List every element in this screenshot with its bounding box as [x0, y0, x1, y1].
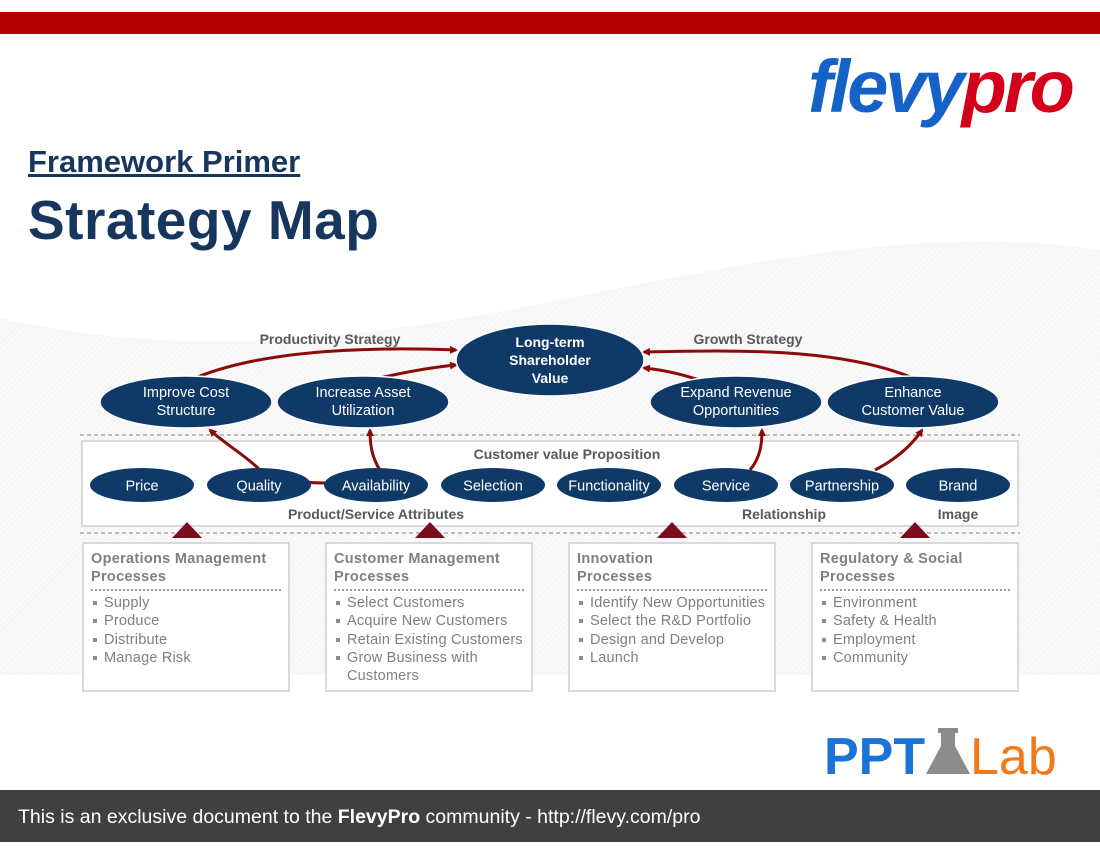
- triangle-operations: [172, 522, 202, 538]
- attribute-functionality-label: Functionality: [568, 479, 650, 495]
- expand-revenue-line-1: Expand Revenue: [680, 385, 791, 401]
- increase-asset-oval: Increase Asset Utilization: [276, 375, 450, 429]
- top-accent-bar: [0, 12, 1100, 34]
- footer-brand: FlevyPro: [337, 806, 421, 828]
- attribute-brand-label: Brand: [939, 479, 978, 495]
- process-title-line: Regulatory & Social: [820, 551, 963, 567]
- increase-asset-line-2: Utilization: [332, 403, 395, 419]
- triangle-customer: [415, 522, 445, 538]
- arrow-service-to-revenue: [748, 428, 766, 471]
- footer-prefix: This is an exclusive document to the: [18, 806, 338, 828]
- shareholder-value-line-2: Shareholder: [509, 352, 591, 368]
- dashed-separators: [80, 434, 1020, 534]
- enhance-value-line-2: Customer Value: [862, 403, 965, 419]
- process-item: Produce: [91, 612, 281, 630]
- process-title-line: Innovation: [577, 551, 654, 567]
- value-proposition-title: Customer value Proposition: [474, 446, 661, 462]
- process-item: Community: [820, 649, 1010, 667]
- attribute-selection-oval: Selection: [441, 468, 545, 502]
- process-title-line: Processes: [577, 569, 653, 585]
- process-item: Acquire New Customers: [334, 612, 524, 630]
- process-title-line: Operations Management: [91, 551, 267, 567]
- enhance-value-oval: Enhance Customer Value: [826, 375, 1000, 429]
- attribute-availability-oval: Availability: [324, 468, 428, 502]
- process-box-customer: Customer Management Processes Select Cus…: [325, 542, 533, 692]
- attribute-price-oval: Price: [90, 468, 194, 502]
- process-title: Customer Management Processes: [334, 550, 524, 591]
- improve-cost-line-1: Improve Cost: [143, 385, 229, 401]
- flevypro-logo: flevypro: [808, 50, 1075, 124]
- process-item: Employment: [820, 631, 1010, 649]
- process-item: Design and Develop: [577, 631, 767, 649]
- process-title-line: Customer Management: [334, 551, 501, 567]
- attribute-quality-oval: Quality: [207, 468, 311, 502]
- strategy-map-title: Strategy Map: [28, 189, 380, 251]
- attribute-functionality-oval: Functionality: [557, 468, 661, 502]
- attribute-partnership-label: Partnership: [805, 479, 879, 495]
- process-item: Launch: [577, 649, 767, 667]
- attribute-partnership-oval: Partnership: [790, 468, 894, 502]
- triangle-innovation: [657, 522, 687, 538]
- relationship-label: Relationship: [742, 506, 826, 522]
- shareholder-value-line-3: Value: [532, 370, 569, 386]
- attribute-availability-label: Availability: [342, 479, 411, 495]
- process-box-operations: Operations Management Processes Supply P…: [82, 542, 290, 692]
- process-box-regulatory: Regulatory & Social Processes Environmen…: [811, 542, 1019, 692]
- arrow-partnership-to-enhance: [874, 428, 924, 472]
- strategy-arrows: [185, 345, 924, 485]
- attribute-service-label: Service: [702, 479, 750, 495]
- process-title-line: Processes: [91, 569, 167, 585]
- footer-suffix: community - http://flevy.com/pro: [420, 806, 701, 828]
- process-title: Innovation Processes: [577, 550, 767, 591]
- process-item: Safety & Health: [820, 612, 1010, 630]
- framework-primer-title: Framework Primer: [28, 144, 301, 179]
- shareholder-value-oval: Long-term Shareholder Value: [455, 323, 645, 397]
- flask-icon: [926, 728, 970, 774]
- attribute-service-oval: Service: [674, 468, 778, 502]
- flevypro-logo-flevy: flevy: [808, 45, 965, 128]
- arrow-cost-to-value: [185, 345, 458, 384]
- expand-revenue-oval: Expand Revenue Opportunities: [649, 375, 823, 429]
- pptlab-logo-ppt: PPT: [824, 728, 925, 782]
- image-label: Image: [938, 506, 979, 522]
- process-item: Retain Existing Customers: [334, 631, 524, 649]
- shareholder-value-line-1: Long-term: [515, 334, 584, 350]
- improve-cost-oval: Improve Cost Structure: [99, 375, 273, 429]
- process-item: Environment: [820, 594, 1010, 612]
- process-item: Identify New Opportunities: [577, 594, 767, 612]
- flevypro-logo-pro: pro: [961, 45, 1075, 128]
- attribute-brand-oval: Brand: [906, 468, 1010, 502]
- pptlab-logo-lab: Lab: [970, 728, 1057, 782]
- expand-revenue-line-2: Opportunities: [693, 403, 779, 419]
- improve-cost-line-2: Structure: [157, 403, 216, 419]
- process-item: Grow Business with Customers: [334, 649, 524, 686]
- attribute-selection-label: Selection: [463, 479, 523, 495]
- footer-text: This is an exclusive document to the Fle…: [18, 806, 700, 829]
- attribute-price-label: Price: [125, 479, 158, 495]
- process-item: Manage Risk: [91, 649, 281, 667]
- arrow-availability-to-asset: [366, 428, 382, 471]
- process-title: Regulatory & Social Processes: [820, 550, 1010, 591]
- arrow-quality-to-cost: [208, 428, 262, 472]
- process-title-line: Processes: [334, 569, 410, 585]
- process-item: Select Customers: [334, 594, 524, 612]
- process-item: Supply: [91, 594, 281, 612]
- increase-asset-line-1: Increase Asset: [315, 385, 410, 401]
- arrow-enhance-to-value: [642, 347, 914, 380]
- product-service-attributes-label: Product/Service Attributes: [288, 506, 464, 522]
- process-item: Distribute: [91, 631, 281, 649]
- enhance-value-line-1: Enhance: [884, 385, 941, 401]
- footer-bar: This is an exclusive document to the Fle…: [0, 790, 1100, 842]
- process-triangles: [172, 522, 930, 538]
- process-title: Operations Management Processes: [91, 550, 281, 591]
- process-title-line: Processes: [820, 569, 896, 585]
- attribute-quality-label: Quality: [236, 479, 282, 495]
- growth-strategy-label: Growth Strategy: [694, 331, 803, 347]
- pptlab-logo: PPT Lab: [824, 728, 1057, 782]
- triangle-regulatory: [900, 522, 930, 538]
- productivity-strategy-label: Productivity Strategy: [260, 331, 401, 347]
- process-item: Select the R&D Portfolio: [577, 612, 767, 630]
- process-box-innovation: Innovation Processes Identify New Opport…: [568, 542, 776, 692]
